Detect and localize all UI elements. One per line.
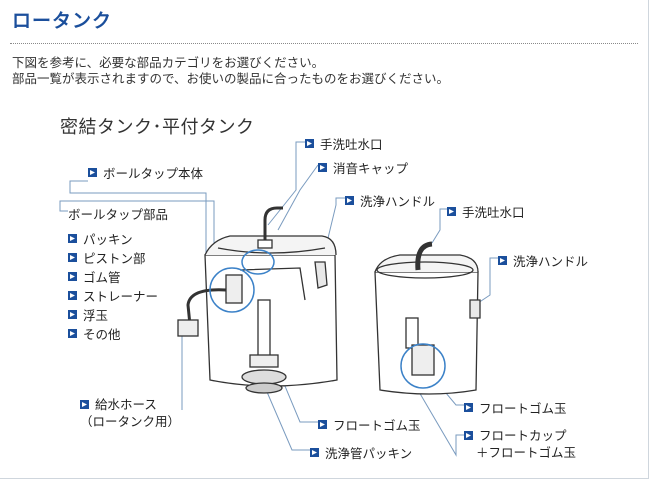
intro-line-2: 部品一覧が表示されますので、お使いの製品に合ったものをお選びください。 <box>12 71 450 86</box>
diagram-title: 密結タンク･平付タンク <box>60 117 255 138</box>
link-ball-tap-part-5[interactable]: その他 <box>68 324 121 343</box>
arrow-square-icon <box>498 256 507 265</box>
link-ball-tap-part-4[interactable]: 浮玉 <box>68 305 108 324</box>
arrow-square-icon <box>464 431 473 440</box>
arrow-square-icon <box>68 234 77 243</box>
link-float-rubber-right[interactable]: フロートゴム玉 <box>464 398 567 417</box>
link-ball-tap-part-1[interactable]: ピストン部 <box>68 248 146 267</box>
arrow-square-icon <box>305 139 314 148</box>
arrow-square-icon <box>80 400 89 409</box>
intro-text: 下図を参考に、必要な部品カテゴリをお選びください。 部品一覧が表示されますので、… <box>12 55 449 87</box>
arrow-square-icon <box>68 310 77 319</box>
arrow-square-icon <box>88 168 97 177</box>
arrow-square-icon <box>68 291 77 300</box>
link-silencer-cap[interactable]: 消音キャップ <box>318 158 408 177</box>
link-ball-tap-part-0[interactable]: パッキン <box>68 229 133 248</box>
arrow-square-icon <box>68 329 77 338</box>
link-float-cup[interactable]: フロートカップ ＋フロートゴム玉 <box>464 427 576 461</box>
link-hand-wash-spout-right[interactable]: 手洗吐水口 <box>447 202 525 221</box>
right-tank <box>374 241 481 395</box>
arrow-square-icon <box>318 420 327 429</box>
arrow-square-icon <box>345 196 354 205</box>
link-hand-wash-spout-left[interactable]: 手洗吐水口 <box>305 134 383 153</box>
highlight-circles-left <box>209 249 275 313</box>
arrow-square-icon <box>318 163 327 172</box>
link-ball-tap-part-2[interactable]: ゴム管 <box>68 267 121 286</box>
arrow-square-icon <box>68 272 77 281</box>
highlight-circles-right <box>400 343 446 389</box>
link-supply-hose[interactable]: 給水ホース （ロータンク用） <box>80 397 181 429</box>
arrow-square-icon <box>464 403 473 412</box>
title-divider <box>10 43 638 44</box>
link-ball-tap-body[interactable]: ボールタップ本体 <box>88 163 203 182</box>
intro-line-1: 下図を参考に、必要な部品カテゴリをお選びください。 <box>12 55 325 70</box>
arrow-square-icon <box>447 207 456 216</box>
link-flush-handle-right[interactable]: 洗浄ハンドル <box>498 251 588 270</box>
left-tank <box>177 206 338 394</box>
ball-tap-parts-heading: ボールタップ部品 <box>68 207 169 222</box>
page-title: ロータンク <box>12 10 113 32</box>
link-flush-handle-left[interactable]: 洗浄ハンドル <box>345 191 435 210</box>
arrow-square-icon <box>310 448 319 457</box>
link-float-rubber-left[interactable]: フロートゴム玉 <box>318 415 421 434</box>
link-ball-tap-part-3[interactable]: ストレーナー <box>68 286 158 305</box>
link-flush-pipe-packing[interactable]: 洗浄管パッキン <box>310 443 412 462</box>
arrow-square-icon <box>68 253 77 262</box>
